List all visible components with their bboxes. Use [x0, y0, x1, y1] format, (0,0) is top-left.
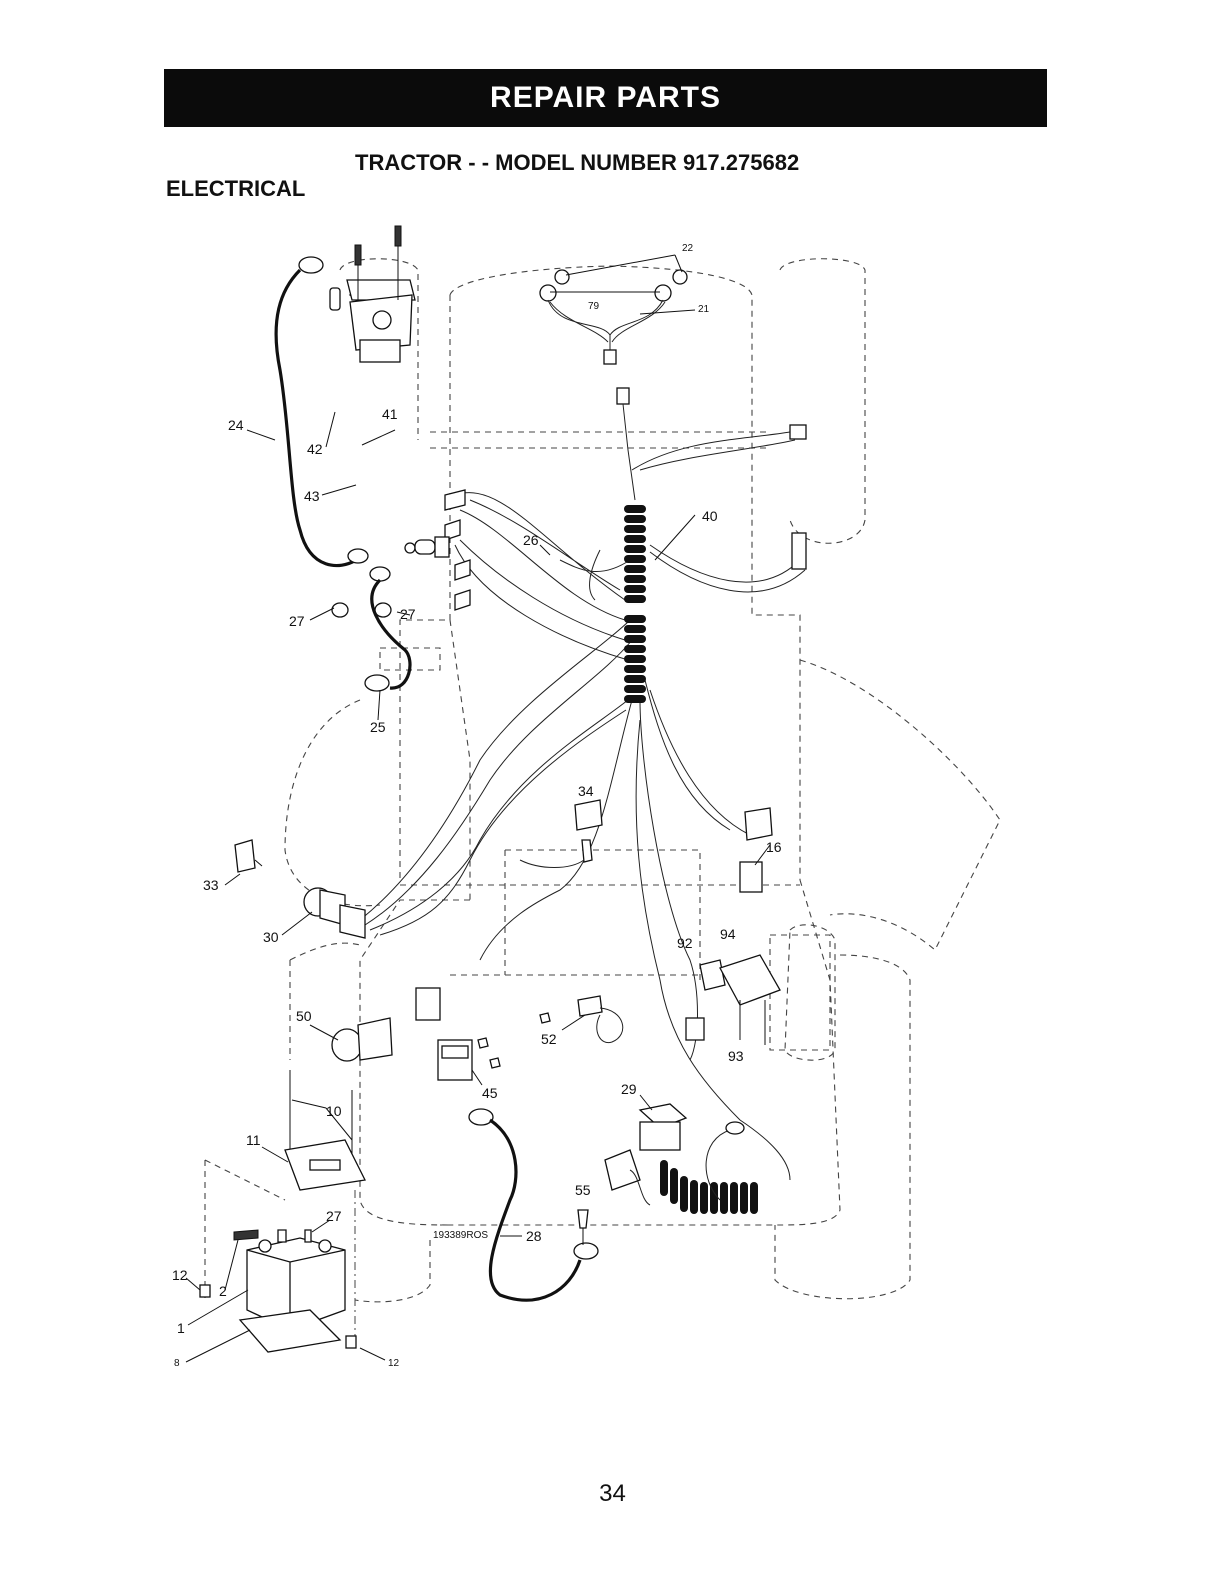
callout-27-battery: 27	[326, 1208, 342, 1224]
callout-27-left: 27	[289, 613, 305, 629]
callout-27-right: 27	[400, 606, 416, 622]
callout-55: 55	[575, 1182, 591, 1198]
headlight-assembly	[540, 270, 687, 364]
callout-52: 52	[541, 1031, 557, 1047]
callout-33: 33	[203, 877, 219, 893]
callout-50: 50	[296, 1008, 312, 1024]
ignition-parts	[235, 840, 365, 938]
callout-22: 22	[682, 243, 694, 254]
callout-42: 42	[307, 441, 323, 457]
callout-34: 34	[578, 783, 594, 799]
misc-electrical-parts	[578, 808, 835, 1245]
callout-12-left: 12	[172, 1267, 188, 1283]
drawing-code: 193389ROS	[433, 1230, 488, 1241]
callout-26: 26	[523, 532, 539, 548]
callout-92: 92	[677, 935, 693, 951]
callout-21: 21	[698, 304, 710, 315]
callout-94: 94	[720, 926, 736, 942]
callout-41: 41	[382, 406, 398, 422]
page-number: 34	[0, 1480, 1225, 1508]
callout-43: 43	[304, 488, 320, 504]
callout-10: 10	[326, 1103, 342, 1119]
callout-16: 16	[766, 839, 782, 855]
callout-8: 8	[174, 1358, 180, 1369]
callout-11: 11	[246, 1132, 261, 1148]
callout-93: 93	[728, 1048, 744, 1064]
callout-1: 1	[177, 1320, 185, 1336]
callout-24: 24	[228, 417, 244, 433]
callout-28: 28	[526, 1228, 542, 1244]
callout-25: 25	[370, 719, 386, 735]
callout-30: 30	[263, 929, 279, 945]
switches	[332, 800, 602, 1080]
callout-79: 79	[588, 301, 600, 312]
callout-40: 40	[702, 508, 718, 524]
callout-2: 2	[219, 1283, 227, 1299]
callout-45: 45	[482, 1085, 498, 1101]
callout-29: 29	[621, 1081, 637, 1097]
callout-12-right: 12	[388, 1358, 400, 1369]
